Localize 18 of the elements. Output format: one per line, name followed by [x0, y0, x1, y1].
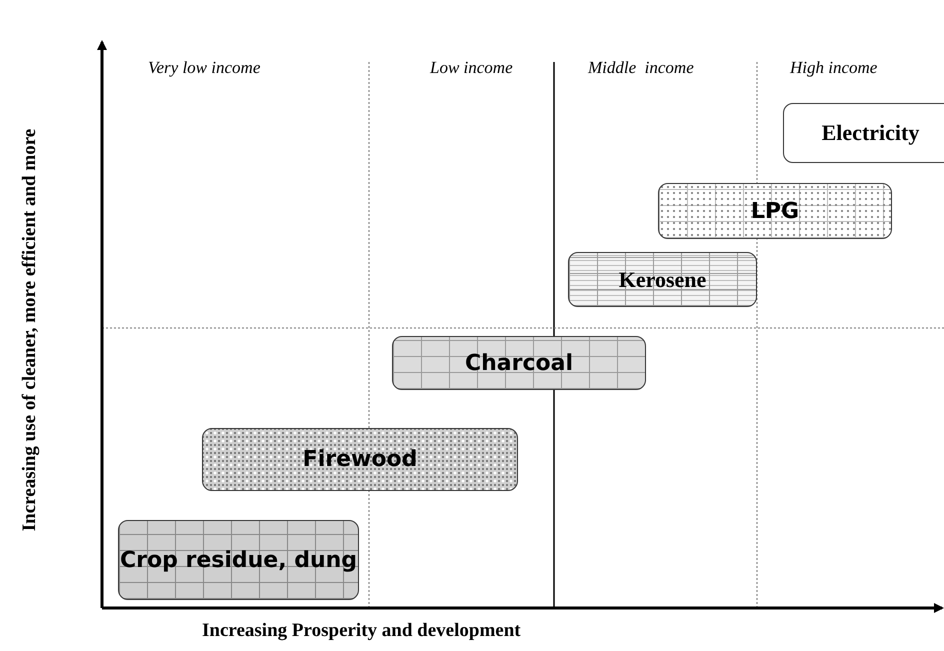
axis-title: Increasing Prosperity and development	[202, 620, 521, 642]
income-label: Middle income	[588, 58, 694, 78]
fuel-box	[658, 183, 892, 239]
fuel-label: Electricity	[820, 120, 920, 146]
income-label: Low income	[430, 58, 513, 78]
fuel-label: Firewood	[302, 447, 418, 472]
fuel-box	[392, 336, 646, 390]
fuel-box	[118, 520, 359, 600]
income-label: Very low income	[148, 58, 260, 78]
fuel-label: Kerosene	[618, 266, 708, 292]
fuel-label: Crop residue, dung	[118, 548, 358, 572]
income-label: High income	[790, 58, 878, 78]
fuel-box	[568, 252, 757, 307]
axis-title: Increasing use of cleaner, more efficient and more	[19, 128, 41, 532]
fuel-box	[202, 428, 518, 491]
fuel-label: LPG	[750, 198, 800, 224]
fuel-label: Charcoal	[464, 350, 574, 376]
fuel-box	[783, 103, 944, 163]
